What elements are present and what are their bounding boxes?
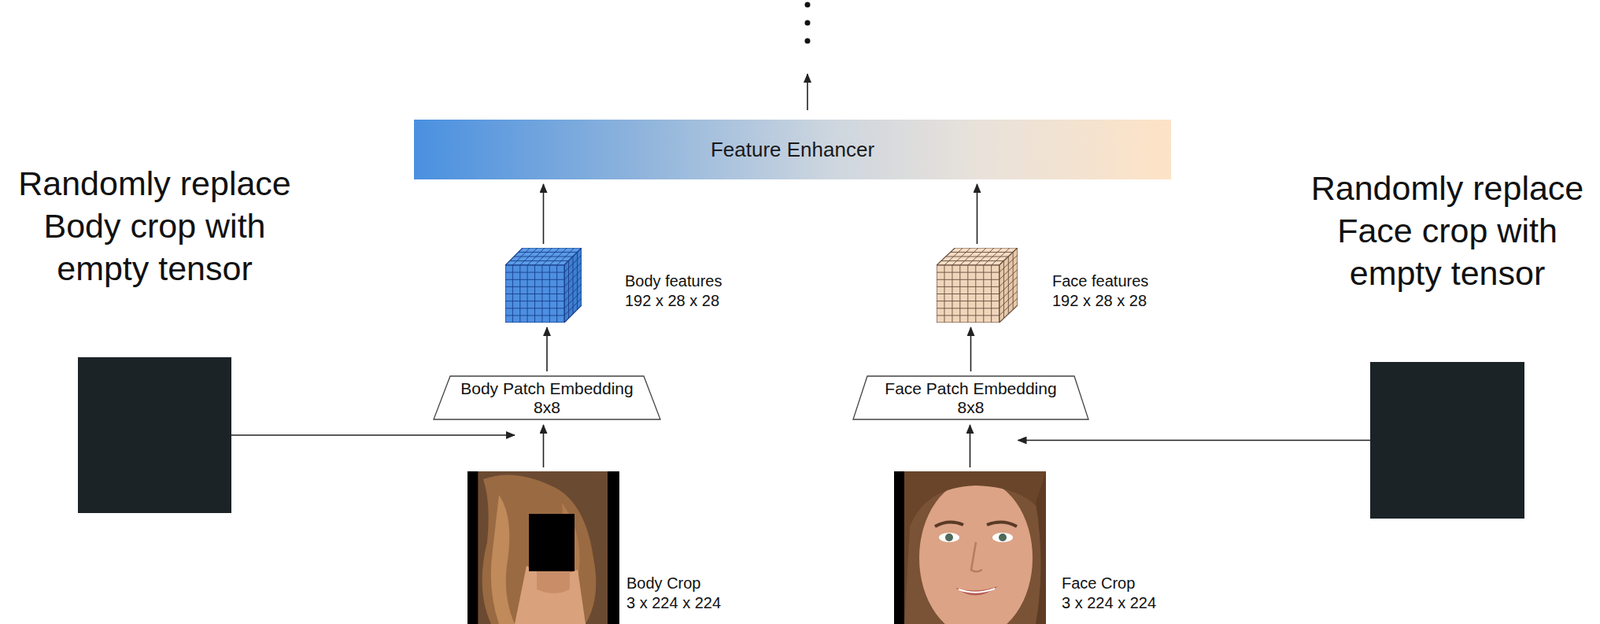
tensor-name: Face Crop <box>1061 573 1157 594</box>
arrow-connector <box>976 184 979 244</box>
patch-embedding: Body Patch Embedding8x8 <box>432 375 662 421</box>
patch-size: 8x8 <box>957 398 985 418</box>
arrow-connector <box>546 327 548 372</box>
replace-note: Randomly replace Body crop with empty te… <box>1 162 309 290</box>
side-label: Body Crop3 x 224 x 224 <box>626 573 721 614</box>
body-feature-cube <box>505 247 582 323</box>
replace-note: Randomly replace Face crop with empty te… <box>1293 166 1600 295</box>
face-feature-cube <box>936 247 1018 323</box>
body-crop-photo <box>467 471 620 624</box>
arrow-connector <box>969 424 972 468</box>
arrow-connector <box>231 434 515 437</box>
band-title: Feature Enhancer <box>710 137 875 163</box>
side-label: Face features192 x 28 x 28 <box>1052 271 1149 311</box>
trapezoid-shape <box>853 376 1089 420</box>
tensor-shape: 3 x 224 x 224 <box>626 593 721 614</box>
tensor-shape: 192 x 28 x 28 <box>624 291 722 311</box>
arrow-connector <box>543 184 545 244</box>
empty-tensor: Randomly replace Face crop with empty te… <box>1370 362 1525 519</box>
feature-enhancer-band: Feature Enhancer <box>413 119 1172 180</box>
face-crop-photo <box>894 471 1046 624</box>
side-label: Face Crop3 x 224 x 224 <box>1061 573 1157 614</box>
tensor-name: Body Crop <box>626 573 721 594</box>
feature-tensor: Face features192 x 28 x 28 <box>936 247 1018 323</box>
block-name: Face Patch Embedding <box>884 379 1057 399</box>
arrow-connector <box>1018 439 1371 442</box>
patch-size: 8x8 <box>533 398 561 418</box>
patch-embedding: Face Patch Embedding8x8 <box>852 375 1090 421</box>
arrow-connector <box>970 327 972 372</box>
tensor-name: Face features <box>1052 271 1149 292</box>
tensor-name: Body features <box>624 271 722 292</box>
tensor-shape: 3 x 224 x 224 <box>1061 593 1157 614</box>
feature-tensor: Body features192 x 28 x 28 <box>505 247 582 323</box>
input-crop: Body Crop3 x 224 x 224 <box>467 471 620 624</box>
tensor-shape: 192 x 28 x 28 <box>1052 291 1149 311</box>
side-label: Body features192 x 28 x 28 <box>624 271 722 311</box>
arrow-connector <box>543 424 545 468</box>
output-arrow-dots <box>0 0 1600 126</box>
input-crop: Face Crop3 x 224 x 224 <box>894 471 1046 624</box>
block-name: Body Patch Embedding <box>460 379 633 399</box>
empty-tensor: Randomly replace Body crop with empty te… <box>77 357 232 514</box>
trapezoid-shape <box>433 376 661 420</box>
